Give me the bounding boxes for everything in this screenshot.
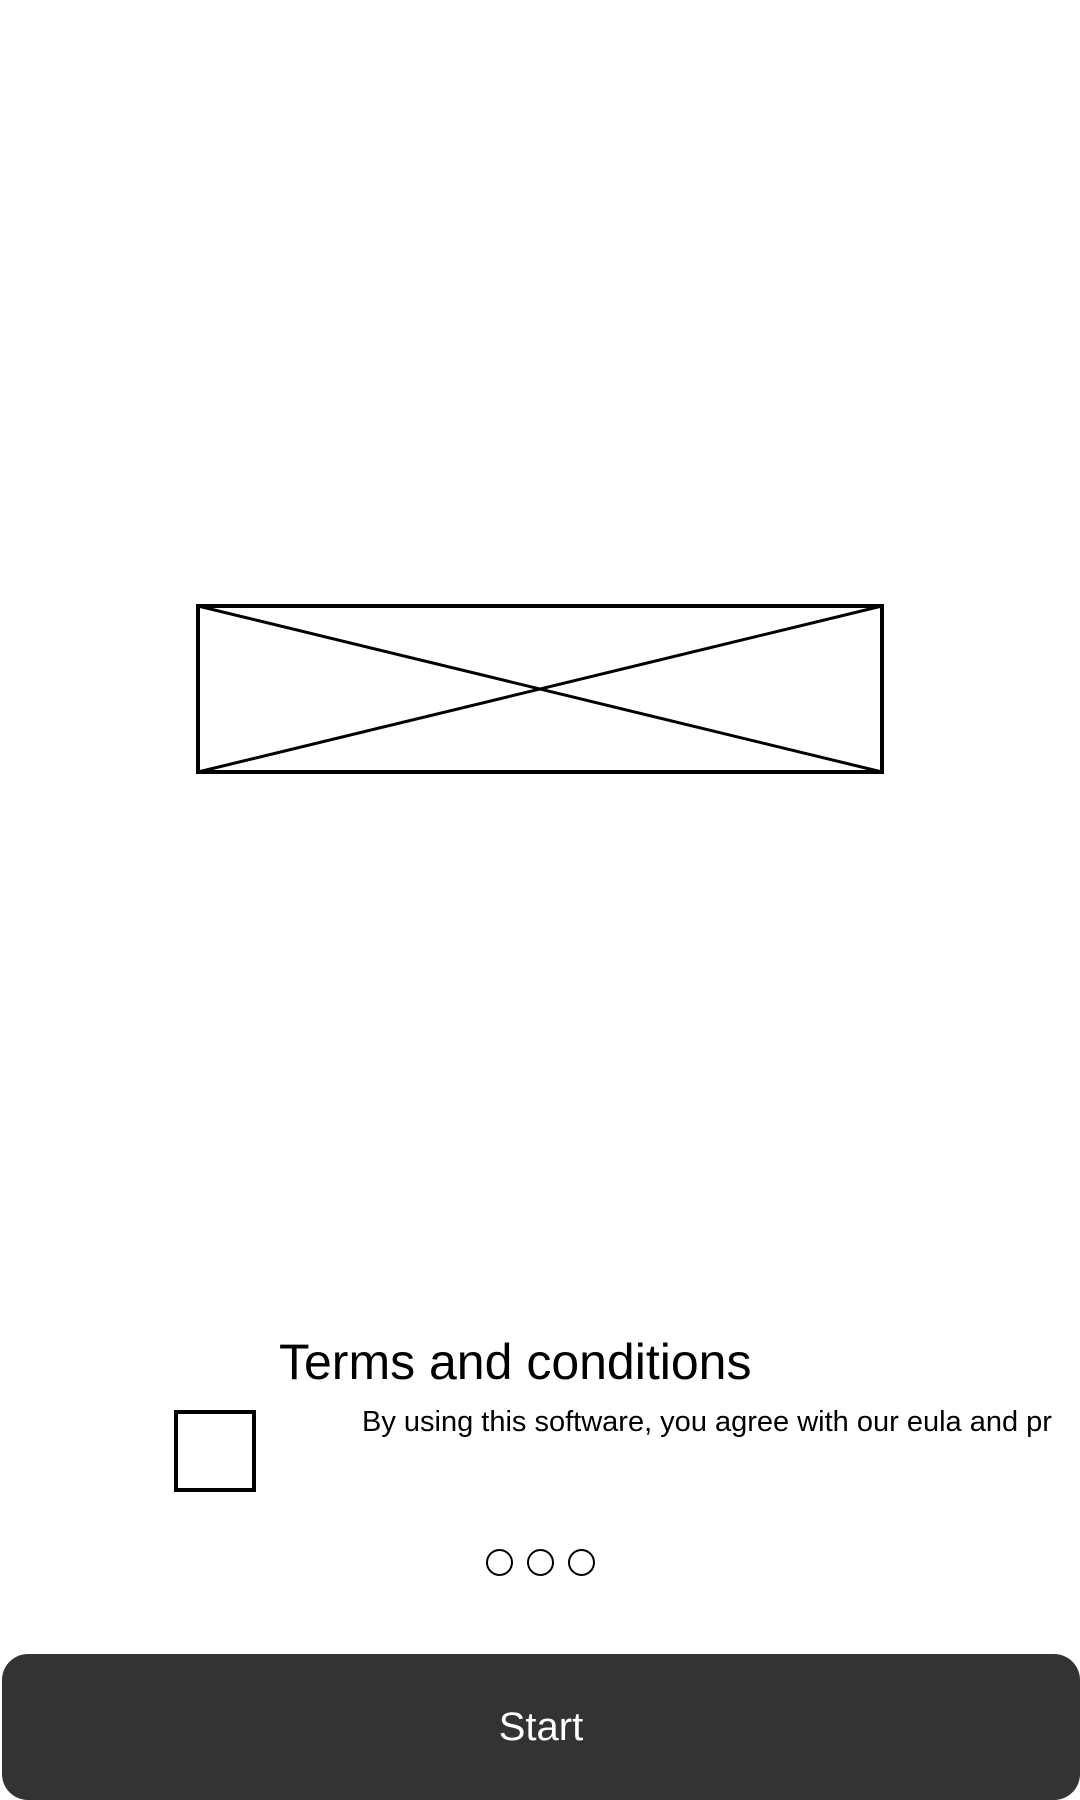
terms-agreement-text: By using this software, you agree with o… — [362, 1406, 1052, 1438]
page-indicator-dot-3[interactable] — [567, 1549, 595, 1576]
page-indicator-dot-1[interactable] — [485, 1549, 513, 1576]
page-indicator-dot-2[interactable] — [526, 1549, 554, 1576]
start-button[interactable]: Start — [2, 1654, 1080, 1800]
terms-title: Terms and conditions — [279, 1334, 752, 1390]
image-placeholder-icon — [196, 604, 884, 774]
terms-checkbox[interactable] — [174, 1410, 256, 1492]
page-indicator — [0, 1549, 1080, 1577]
